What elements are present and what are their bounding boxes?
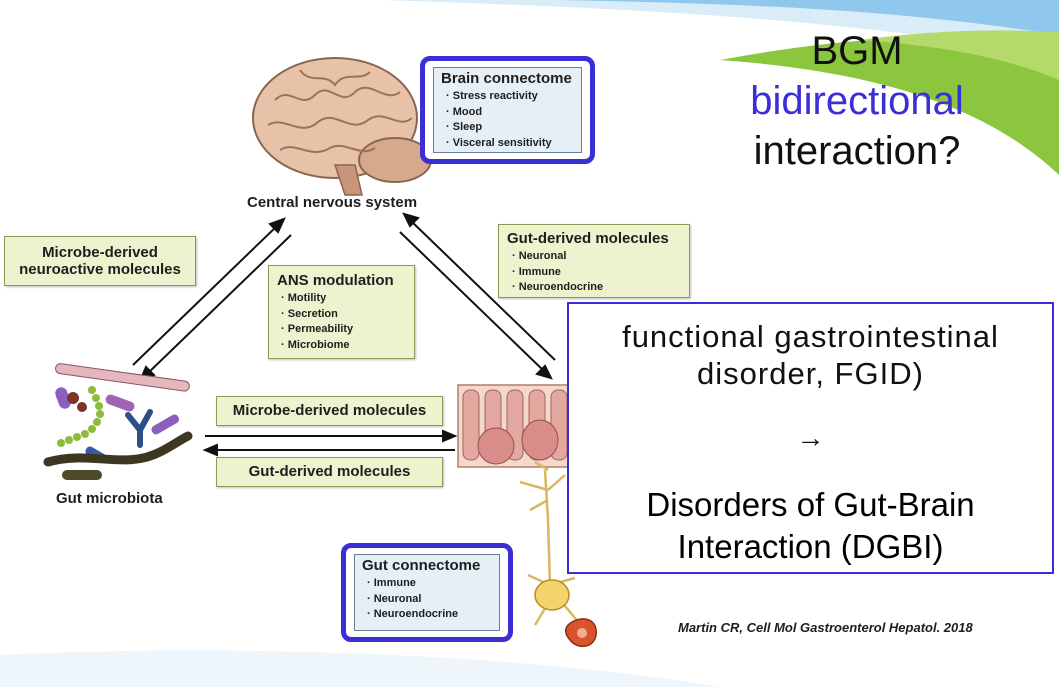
dgbi-line-2: Interaction (DGBI) xyxy=(677,528,944,565)
dgbi-line-1: Disorders of Gut-Brain xyxy=(646,486,975,523)
list-item: Neuroendocrine xyxy=(512,280,689,296)
citation: Martin CR, Cell Mol Gastroenterol Hepato… xyxy=(678,620,973,635)
arrow-lines xyxy=(132,212,556,457)
list-item: Permeability xyxy=(281,322,414,338)
list-item: Immune xyxy=(512,265,689,281)
immune-cell-illustration xyxy=(564,618,597,647)
list-item: Neuroendocrine xyxy=(367,607,499,623)
list-item: Mood xyxy=(446,105,581,121)
ans-modulation-title: ANS modulation xyxy=(277,272,394,289)
microbe-neuroactive-box: Microbe-derived neuroactive molecules xyxy=(4,236,196,286)
neuron-illustration xyxy=(519,460,586,631)
title-line-3: interaction? xyxy=(753,129,961,173)
right-arrow-icon: → xyxy=(796,422,825,453)
list-item: Sleep xyxy=(446,120,581,136)
list-item: Stress reactivity xyxy=(446,89,581,105)
ans-modulation-box: ANS modulation Motility Secretion Permea… xyxy=(268,265,415,359)
list-item: Visceral sensitivity xyxy=(446,136,581,152)
gut-connectome-title: Gut connectome xyxy=(362,557,481,574)
list-item: Neuronal xyxy=(512,249,689,265)
gut-derived-molecules-box: Gut-derived molecules Neuronal Immune Ne… xyxy=(498,224,690,298)
list-item: Motility xyxy=(281,291,414,307)
microbe-derived-molecules-box: Microbe-derived molecules xyxy=(216,396,443,426)
list-item: Microbiome xyxy=(281,338,414,354)
microbes-illustration xyxy=(43,363,193,480)
brain-connectome-list: Stress reactivity Mood Sleep Visceral se… xyxy=(446,89,581,151)
gut-derived-molecules-bottom-label: Gut-derived molecules xyxy=(248,463,411,480)
title-line-2: bidirectional xyxy=(750,79,964,123)
neuron-body xyxy=(534,579,570,611)
gut-derived-molecules-title: Gut-derived molecules xyxy=(507,230,669,247)
brain-illustration xyxy=(252,57,432,196)
gut-epithelium-illustration xyxy=(457,384,574,468)
fgid-line-1: functional gastrointestinal xyxy=(622,319,999,354)
gut-microbiota-label: Gut microbiota xyxy=(56,490,163,507)
ans-modulation-list: Motility Secretion Permeability Microbio… xyxy=(281,291,414,353)
gut-derived-molecules-bottom-box: Gut-derived molecules xyxy=(216,457,443,487)
fgid-line-2: disorder, FGID) xyxy=(697,356,924,391)
gut-connectome-list: Immune Neuronal Neuroendocrine xyxy=(367,576,499,623)
microbe-neuroactive-line2: neuroactive molecules xyxy=(19,261,181,278)
brain-connectome-title: Brain connectome xyxy=(441,70,572,87)
list-item: Immune xyxy=(367,576,499,592)
list-item: Neuronal xyxy=(367,592,499,608)
dgbi-text: Disorders of Gut-Brain Interaction (DGBI… xyxy=(569,484,1052,568)
fgid-text: functional gastrointestinal disorder, FG… xyxy=(569,318,1052,392)
slide-title: BGM bidirectional interaction? xyxy=(712,26,1002,176)
microbe-derived-molecules-label: Microbe-derived molecules xyxy=(232,402,427,419)
list-item: Secretion xyxy=(281,307,414,323)
brain-connectome-box: Brain connectome Stress reactivity Mood … xyxy=(420,56,595,164)
microbe-neuroactive-line1: Microbe-derived xyxy=(42,244,158,261)
gut-derived-molecules-list: Neuronal Immune Neuroendocrine xyxy=(512,249,689,296)
fgid-dgbi-box: functional gastrointestinal disorder, FG… xyxy=(567,302,1054,574)
title-line-1: BGM xyxy=(811,29,903,73)
cns-label: Central nervous system xyxy=(247,194,418,211)
gut-connectome-box: Gut connectome Immune Neuronal Neuroendo… xyxy=(341,543,513,642)
